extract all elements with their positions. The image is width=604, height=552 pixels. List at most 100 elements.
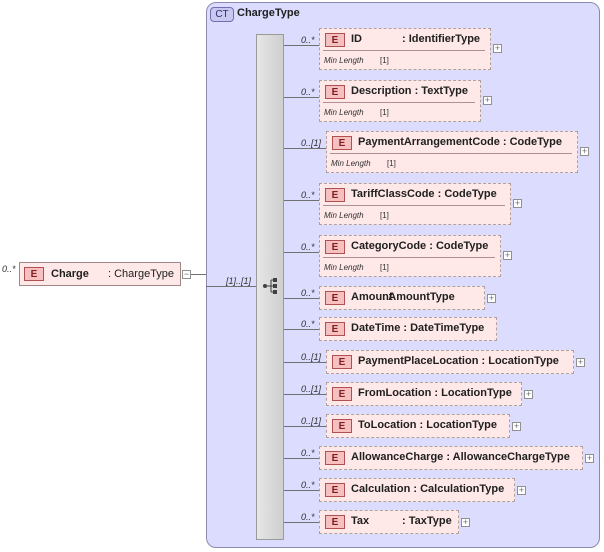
child-cardinality: 0..* <box>301 512 315 522</box>
child-element-name: Tax <box>351 515 370 527</box>
child-element-label: PaymentPlaceLocation : LocationType <box>358 355 559 367</box>
element-badge: E <box>325 483 345 497</box>
child-element-type: : DateTimeType <box>403 322 485 334</box>
child-cardinality: 0..[1] <box>301 384 322 394</box>
child-element-label: ToLocation : LocationType <box>358 419 497 431</box>
element-badge: E <box>325 451 345 465</box>
expand-icon[interactable]: + <box>512 421 521 431</box>
element-badge: E <box>332 355 352 369</box>
connector-line <box>284 490 319 491</box>
child-element-label: DateTime : DateTimeType <box>351 322 484 334</box>
child-element-type: : CodeType <box>437 188 497 200</box>
element-badge: E <box>325 291 345 305</box>
expand-icon[interactable]: + <box>493 43 502 53</box>
child-element-name: PaymentPlaceLocation <box>358 355 479 367</box>
expand-icon[interactable]: + <box>524 389 533 399</box>
child-element-type: : LocationType <box>434 387 512 399</box>
child-element-tax[interactable]: E Tax : TaxType <box>319 510 459 534</box>
connector-line <box>284 426 326 427</box>
element-badge: E <box>325 240 345 254</box>
child-element-type: : LocationType <box>481 355 559 367</box>
expand-icon[interactable]: + <box>483 95 492 105</box>
connector-line <box>284 394 326 395</box>
expand-icon[interactable]: + <box>513 198 522 208</box>
connector-line <box>284 45 319 46</box>
root-element-name: Charge <box>51 268 89 280</box>
child-cardinality: 0..[1] <box>301 416 322 426</box>
element-badge: E <box>332 387 352 401</box>
child-cardinality: 0..* <box>301 35 315 45</box>
facet-key: Min Length <box>324 263 364 272</box>
connector-line <box>284 148 326 149</box>
collapse-icon[interactable]: − <box>182 269 191 279</box>
child-element-label: PaymentArrangementCode : CodeType <box>358 136 562 148</box>
child-cardinality: 0..* <box>301 87 315 97</box>
child-element-type: : CalculationType <box>413 483 505 495</box>
element-badge: E <box>332 136 352 150</box>
complex-type-badge: CT <box>210 7 234 22</box>
facet-divider <box>323 205 505 206</box>
child-element-name: PaymentArrangementCode <box>358 136 500 148</box>
child-element-type: : TextType <box>414 85 468 97</box>
facet-value: [1] <box>380 263 389 272</box>
child-cardinality: 0..* <box>301 242 315 252</box>
child-element-tolocation[interactable]: E ToLocation : LocationType <box>326 414 510 438</box>
child-cardinality: 0..[1] <box>301 352 322 362</box>
element-badge: E <box>24 267 44 281</box>
child-cardinality: 0..* <box>301 190 315 200</box>
facet-divider <box>323 102 475 103</box>
child-element-calculation[interactable]: E Calculation : CalculationType <box>319 478 515 502</box>
facet-divider <box>330 153 572 154</box>
facet-value: [1] <box>380 211 389 220</box>
element-badge: E <box>332 419 352 433</box>
expand-icon[interactable]: + <box>576 357 585 367</box>
facet-key: Min Length <box>324 108 364 117</box>
child-cardinality: 0..* <box>301 480 315 490</box>
expand-icon[interactable]: + <box>503 250 512 260</box>
connector-line <box>191 274 206 275</box>
sequence-compositor[interactable] <box>256 34 284 540</box>
child-element-name: ToLocation <box>358 419 417 431</box>
child-element-label: AllowanceCharge : AllowanceChargeType <box>351 451 570 463</box>
child-element-name: CategoryCode <box>351 240 427 252</box>
child-element-type: : CodeType <box>429 240 489 252</box>
expand-icon[interactable]: + <box>517 485 526 495</box>
element-badge: E <box>325 188 345 202</box>
child-element-type: : TaxType <box>402 515 452 527</box>
root-element-charge[interactable]: E Charge : ChargeType <box>19 262 181 286</box>
expand-icon[interactable]: + <box>580 146 589 156</box>
child-element-name: AllowanceCharge <box>351 451 444 463</box>
child-element-label: Calculation : CalculationType <box>351 483 504 495</box>
child-element-label: TariffClassCode : CodeType <box>351 188 497 200</box>
child-element-label: FromLocation : LocationType <box>358 387 512 399</box>
child-element-name: Description <box>351 85 412 97</box>
expand-icon[interactable]: + <box>487 293 496 303</box>
child-element-allowancecharge[interactable]: E AllowanceCharge : AllowanceChargeType <box>319 446 583 470</box>
child-cardinality: 0..* <box>301 319 315 329</box>
facet-key: Min Length <box>324 56 364 65</box>
element-badge: E <box>325 515 345 529</box>
expand-icon[interactable]: + <box>585 453 594 463</box>
root-cardinality: 0..* <box>2 264 16 274</box>
root-element-type: : ChargeType <box>108 268 175 280</box>
connector-line <box>206 286 256 287</box>
child-element-paymentplacelocation[interactable]: E PaymentPlaceLocation : LocationType <box>326 350 574 374</box>
facet-key: Min Length <box>324 211 364 220</box>
facet-value: [1] <box>380 108 389 117</box>
facet-divider <box>323 257 495 258</box>
connector-line <box>284 298 319 299</box>
expand-icon[interactable]: + <box>461 517 470 527</box>
child-element-label: Description : TextType <box>351 85 468 97</box>
child-element-fromlocation[interactable]: E FromLocation : LocationType <box>326 382 522 406</box>
child-element-name: FromLocation <box>358 387 432 399</box>
element-badge: E <box>325 33 345 47</box>
connector-line <box>284 458 319 459</box>
connector-line <box>284 252 319 253</box>
